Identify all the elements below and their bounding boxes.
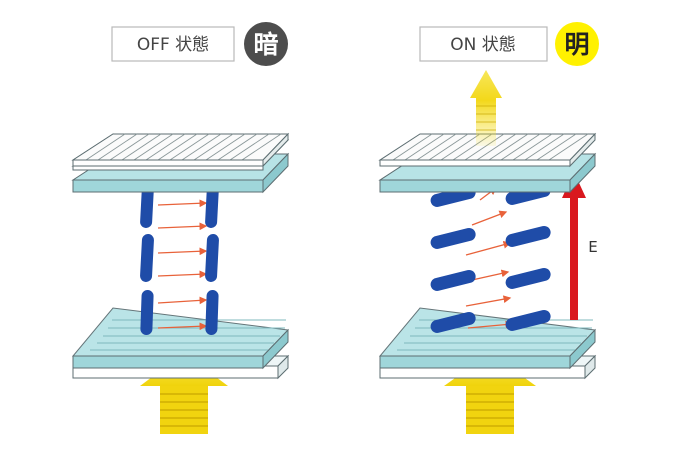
lc-molecule bbox=[430, 269, 476, 291]
lc-molecule bbox=[140, 290, 154, 335]
on-state-label: ON 状態 bbox=[450, 35, 516, 55]
lc-molecule bbox=[430, 311, 476, 333]
on-top-glass bbox=[378, 132, 597, 194]
bright-badge bbox=[555, 22, 599, 66]
lc-molecule bbox=[140, 183, 154, 228]
lc-molecule bbox=[505, 309, 551, 331]
off-top-glass bbox=[71, 132, 290, 194]
bright-badge-label: 明 bbox=[564, 30, 589, 59]
dark-badge-label: 暗 bbox=[253, 30, 278, 59]
dark-badge bbox=[244, 22, 288, 66]
off-bottom-glass bbox=[71, 307, 290, 380]
on-state-header: ON 状態 明 bbox=[419, 22, 599, 66]
electric-field-label: E bbox=[588, 238, 597, 256]
off-lc-molecules bbox=[140, 183, 219, 335]
lc-molecule bbox=[205, 290, 219, 335]
light-output-arrow bbox=[470, 70, 502, 146]
lc-molecule bbox=[205, 234, 219, 282]
off-state-header: OFF 状態 暗 bbox=[111, 22, 288, 66]
off-dipole-arrows bbox=[157, 199, 208, 331]
off-state-label: OFF 状態 bbox=[137, 35, 209, 55]
on-dipole-arrows bbox=[465, 187, 514, 329]
lc-molecule bbox=[140, 234, 154, 282]
lc-molecule bbox=[430, 227, 476, 249]
off-panel: OFF 状態 暗 bbox=[71, 22, 290, 434]
lc-molecule bbox=[505, 267, 551, 289]
on-bottom-glass bbox=[378, 307, 597, 380]
on-panel: ON 状態 明 bbox=[378, 22, 599, 434]
lc-molecule bbox=[205, 183, 219, 228]
lc-molecule bbox=[505, 225, 551, 247]
electric-field-arrow bbox=[562, 172, 586, 320]
